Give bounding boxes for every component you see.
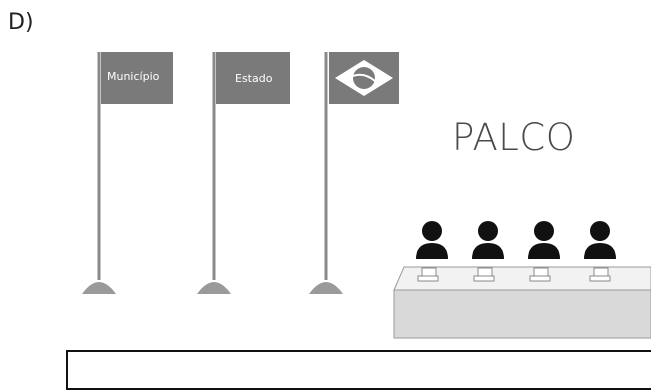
ceremony-diagram bbox=[0, 0, 651, 372]
answer-box bbox=[66, 350, 651, 390]
flag-label-municipio: Município bbox=[107, 70, 159, 83]
nameplate bbox=[534, 268, 548, 276]
nameplate bbox=[422, 268, 436, 276]
table-front bbox=[394, 290, 651, 338]
nameplate bbox=[418, 276, 438, 281]
nameplate bbox=[478, 268, 492, 276]
flag-municipio bbox=[82, 52, 173, 294]
person-icon bbox=[584, 221, 616, 259]
nameplate bbox=[590, 276, 610, 281]
head-table bbox=[394, 221, 651, 338]
person-icon bbox=[472, 221, 504, 259]
person-icon bbox=[528, 221, 560, 259]
nameplate bbox=[474, 276, 494, 281]
person-icon bbox=[416, 221, 448, 259]
flag-brazil bbox=[309, 52, 399, 294]
nameplate bbox=[530, 276, 550, 281]
flag-label-estado: Estado bbox=[235, 72, 272, 85]
flag-estado bbox=[197, 52, 290, 294]
flag-base bbox=[309, 282, 343, 294]
flag-base bbox=[82, 282, 116, 294]
stage-label: PALCO bbox=[452, 116, 575, 159]
flag-base bbox=[197, 282, 231, 294]
nameplate bbox=[594, 268, 608, 276]
